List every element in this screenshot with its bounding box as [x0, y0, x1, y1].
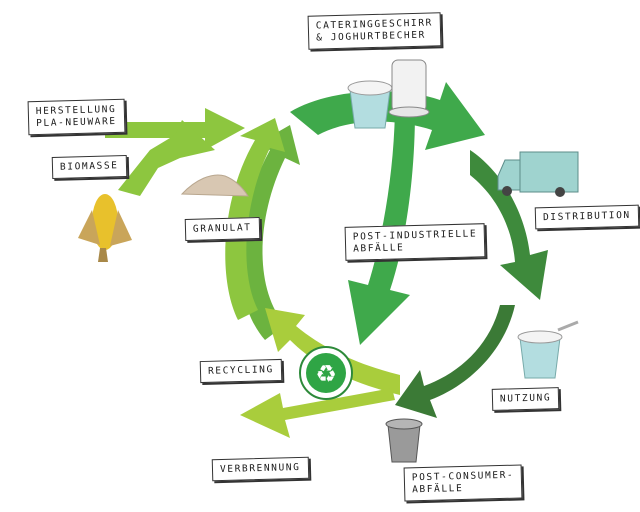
arrow-left-arc [240, 125, 300, 340]
label-verbrennung: VERBRENNUNG [211, 456, 309, 482]
label-post-industrial: POST-INDUSTRIELLE ABFÄLLE [344, 223, 486, 261]
recycle-icon: ♻ [299, 346, 353, 400]
label-herstellung: HERSTELLUNG PLA-NEUWARE [27, 98, 125, 136]
trash-can-icon [385, 418, 423, 463]
truck-icon [497, 151, 579, 197]
label-post-consumer: POST-CONSUMER- ABFÄLLE [403, 464, 523, 502]
yogurt-cup-nutzung-icon [517, 320, 579, 379]
arrow-left-inner-arc [225, 118, 285, 320]
svg-text:♻: ♻ [315, 360, 337, 388]
label-catering: CATERINGGESCHIRR & JOGHURTBECHER [307, 12, 442, 50]
label-recycling: RECYCLING [199, 358, 283, 384]
yogurt-cup-icon [347, 80, 393, 129]
arrow-post-industrial [348, 108, 415, 345]
arrow-biomasse [118, 120, 215, 196]
plate-stack-icon [388, 59, 430, 118]
arrow-top-arc [290, 82, 485, 150]
label-nutzung: NUTZUNG [491, 387, 560, 411]
label-biomasse: BIOMASSE [51, 155, 127, 179]
arrow-right-arc [470, 150, 548, 300]
corn-icon [78, 194, 132, 262]
label-granulat: GRANULAT [184, 217, 260, 241]
granulate-pile-icon [180, 174, 249, 197]
arrow-verbrennung [240, 388, 395, 438]
label-distribution: DISTRIBUTION [534, 204, 640, 230]
arrow-herstellung [105, 108, 245, 150]
arrow-bottom-right-arc [395, 305, 515, 418]
